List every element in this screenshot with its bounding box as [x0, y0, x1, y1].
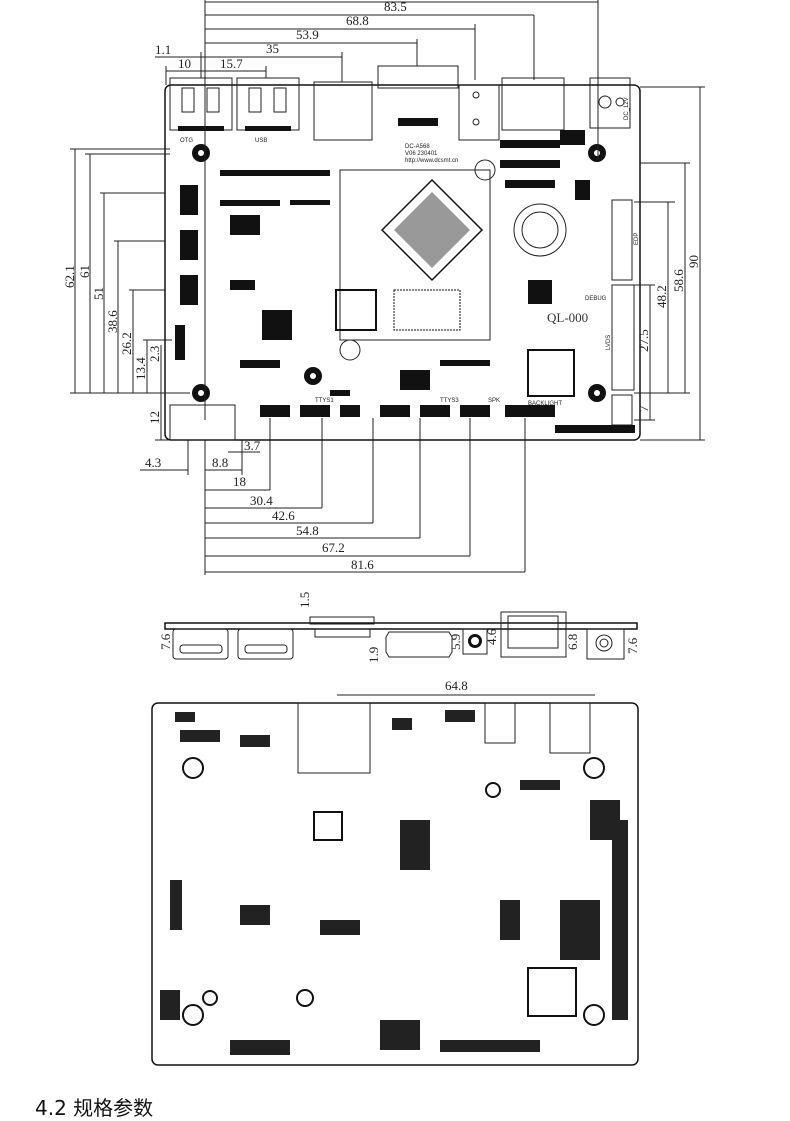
dim-68-8: 68.8 [346, 13, 369, 28]
otg-label: OTG [180, 138, 193, 144]
dim-2-3: 2.3 [147, 346, 162, 362]
dim-4-3: 4.3 [145, 455, 161, 470]
version-label: V06 230401 [405, 151, 438, 157]
dim-62-1: 62.1 [62, 265, 77, 288]
side-dim-7-6-right: 7.6 [625, 637, 640, 654]
gpio-header [169, 404, 236, 441]
dim-48-2: 48.2 [654, 285, 669, 308]
mounting-holes [192, 144, 606, 402]
bottom-dimensions: 4.3 8.8 3.7 18 30.4 42.6 54.8 67.2 81.6 [140, 418, 526, 575]
top-view: DC_12V [62, 0, 705, 575]
soc-area [339, 169, 491, 341]
dim-81-6: 81.6 [351, 557, 374, 572]
hdmi-connector [313, 81, 373, 141]
usb-label: USB [255, 138, 267, 144]
side-dim-4-6: 4.6 [484, 628, 499, 645]
bottom-mounting-holes [182, 757, 605, 1026]
board-name-label: QL-000 [547, 310, 588, 325]
dim-27-5: 27.5 [636, 329, 651, 352]
side-dim-1-9: 1.9 [366, 647, 381, 663]
edp-header [611, 199, 633, 281]
dim-7: 7 [636, 405, 651, 412]
ttys1-label: TTYS1 [315, 398, 334, 404]
dim-51: 51 [91, 287, 106, 300]
dim-26-2: 26.2 [119, 332, 134, 355]
side-dim-5-9: 5.9 [448, 634, 463, 650]
side-dim-7-6-left: 7.6 [158, 633, 173, 650]
side-view: 7.6 1.5 1.9 5.9 4.6 6.8 7.6 64.8 [158, 592, 640, 696]
dim-10: 10 [178, 56, 191, 71]
dim-38-6: 38.6 [105, 310, 120, 333]
dc-label: DC_12V [624, 97, 630, 120]
side-dim-6-8: 6.8 [565, 634, 580, 650]
bottom-components [160, 710, 628, 1055]
usb-ports [169, 77, 300, 131]
spk-label: SPK [488, 398, 500, 404]
dim-18: 18 [233, 474, 246, 489]
bottom-board [151, 702, 639, 1066]
dim-53-9: 53.9 [296, 27, 319, 42]
edp-label: EDP [634, 233, 640, 245]
section-heading: 4.2 规格参数 [35, 1096, 154, 1120]
url-label: http://www.dcsmt.cn [405, 158, 458, 164]
lan-port [501, 77, 565, 131]
dim-54-8: 54.8 [296, 523, 319, 538]
side-dim-1-5: 1.5 [297, 592, 312, 608]
debug-label: DEBUG [585, 296, 607, 302]
dim-42-6: 42.6 [272, 508, 295, 523]
dim-58-6: 58.6 [671, 269, 686, 292]
dim-61: 61 [77, 265, 92, 278]
dim-8-8: 8.8 [212, 455, 228, 470]
left-dimensions: 62.1 61 51 38.6 26.2 13.4 2.3 12 [62, 148, 190, 441]
dim-64-8: 64.8 [445, 678, 468, 693]
backlight-label: BACKLIGHT [528, 401, 562, 407]
dim-90: 90 [686, 255, 701, 268]
dim-13-4: 13.4 [133, 357, 148, 380]
bottom-connectors [260, 405, 635, 433]
ttys3-label: TTYS3 [440, 398, 459, 404]
dim-30-4: 30.4 [250, 493, 273, 508]
dim-67-2: 67.2 [322, 540, 345, 555]
top-dimensions: 83.5 68.8 53.9 35 1.1 10 15.7 [155, 0, 599, 420]
ram-chip [393, 289, 461, 331]
model-label: DC-A568 [405, 144, 430, 150]
dim-83-5: 83.5 [384, 0, 407, 14]
bottom-view [151, 702, 639, 1066]
rtc-battery [513, 203, 567, 257]
dc-jack [589, 77, 631, 129]
dim-1-1: 1.1 [155, 42, 171, 57]
dim-12: 12 [147, 411, 162, 424]
dim-15-7: 15.7 [220, 56, 243, 71]
audio-jack [458, 84, 500, 141]
soc-chip [380, 178, 484, 282]
dim-35: 35 [266, 41, 279, 56]
lvds-header [611, 284, 635, 391]
lvds-label: LVDS [606, 335, 612, 350]
dim-3-7: 3.7 [244, 438, 261, 453]
side-board [164, 622, 638, 630]
right-dimensions: 90 58.6 48.2 27.5 7 [634, 86, 705, 441]
components [175, 130, 590, 396]
sd-slot [377, 65, 459, 89]
